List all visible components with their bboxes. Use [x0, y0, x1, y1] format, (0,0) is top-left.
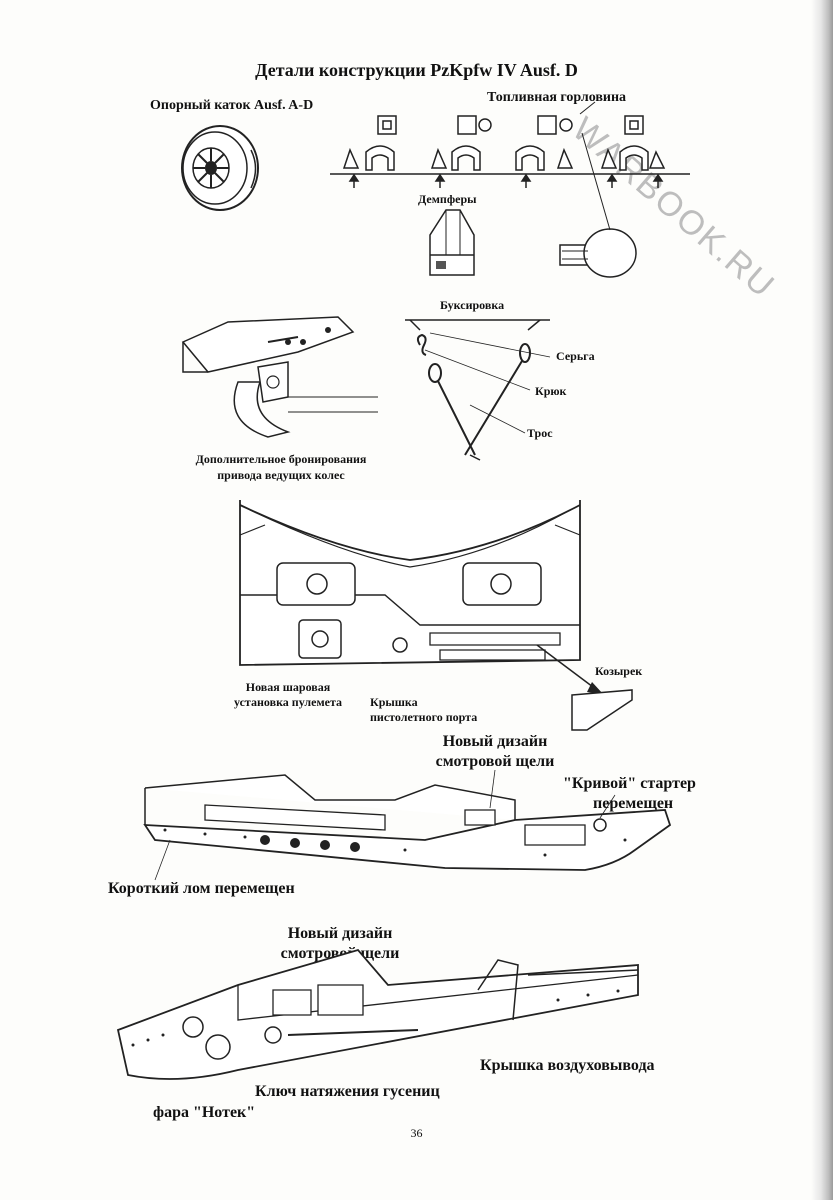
vision-slit-2-label-line2: смотровой щели — [280, 945, 400, 962]
page-number: 36 — [410, 1126, 423, 1140]
fuel-filler-strip-drawing — [330, 108, 690, 188]
vision-slit-1-label-line1: Новый дизайн — [442, 733, 548, 750]
shackle-label: Серьга — [556, 349, 595, 363]
damper-and-filler-cap-drawing — [410, 205, 650, 285]
towing-cable-drawing — [400, 315, 560, 460]
pistol-port-label-line1: Крышка — [370, 695, 418, 709]
starter-label-line2: перемещен — [593, 795, 674, 812]
fuel-filler-label: Топливная горловина — [487, 90, 627, 105]
page-title: Детали конструкции PzKpfw IV Ausf. D — [255, 60, 578, 80]
track-wrench-label: Ключ натяжения гусениц — [255, 1083, 440, 1100]
visor-label: Козырек — [595, 664, 643, 678]
visor-drawing — [532, 640, 642, 730]
vision-slit-2-label-line1: Новый дизайн — [287, 925, 393, 942]
extra-armor-label-line2: привода ведущих колес — [217, 468, 345, 482]
cable-label: Трос — [527, 426, 553, 440]
towing-label: Буксировка — [440, 298, 505, 312]
ball-mount-label-line1: Новая шаровая — [245, 680, 331, 694]
starter-label-line1: "Кривой" стартер — [563, 775, 696, 792]
pistol-port-label-line2: пистолетного порта — [370, 710, 478, 724]
road-wheel-label: Опорный каток Ausf. A-D — [150, 98, 314, 113]
notek-light-label: фара "Нотек" — [153, 1104, 256, 1121]
ball-mount-label-line2: установка пулемета — [233, 695, 343, 709]
vision-slit-1-label-line2: смотровой щели — [435, 753, 555, 770]
hook-label: Крюк — [535, 384, 567, 398]
extra-armor-label-line1: Дополнительное бронирования — [195, 452, 367, 466]
sprocket-armor-drawing — [178, 312, 383, 442]
road-wheel-drawing — [165, 120, 265, 215]
crowbar-label: Короткий лом перемещен — [108, 880, 295, 897]
air-vent-cover-label: Крышка воздуховывода — [480, 1057, 655, 1074]
page-binding-edge — [811, 0, 833, 1200]
fender-left-lower-drawing — [118, 945, 643, 1085]
front-plate-drawing — [235, 500, 585, 675]
dampers-label: Демпферы — [418, 192, 477, 206]
fender-left-upper-drawing — [145, 770, 675, 890]
